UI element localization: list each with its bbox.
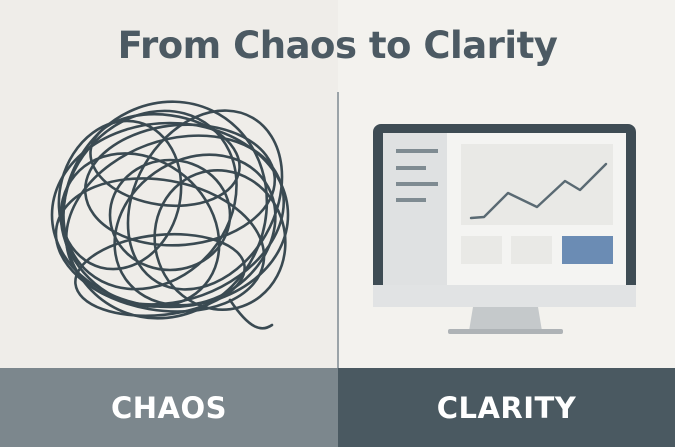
clarity-label: CLARITY bbox=[436, 390, 577, 425]
monitor-dashboard-icon bbox=[373, 124, 636, 334]
center-divider bbox=[337, 92, 339, 368]
line-chart-icon bbox=[469, 162, 608, 220]
clarity-footer: CLARITY bbox=[338, 368, 675, 447]
chaos-footer: CHAOS bbox=[0, 368, 338, 447]
page-title: From Chaos to Clarity bbox=[117, 24, 558, 67]
tangled-scribble-icon bbox=[50, 100, 290, 330]
chaos-label: CHAOS bbox=[110, 390, 228, 425]
